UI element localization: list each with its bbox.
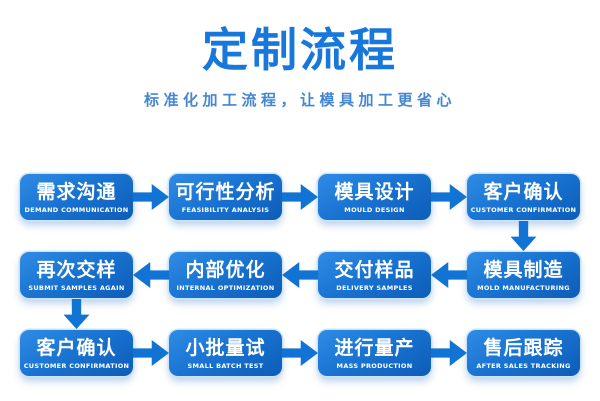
flow-step-title: 客户确认 xyxy=(483,180,564,203)
flow-step-title: 需求沟通 xyxy=(36,180,117,203)
flow-step-title: 内部优化 xyxy=(185,258,266,281)
process-flowchart: 需求沟通 DEMAND COMMUNICATION 可行性分析 FEASIBIL… xyxy=(20,174,580,376)
page-subtitle: 标准化加工流程，让模具加工更省心 xyxy=(143,91,456,109)
flow-step-after-sales-tracking: 售后跟踪 AFTER SALES TRACKING xyxy=(467,330,580,376)
flow-step-subtitle: AFTER SALES TRACKING xyxy=(476,361,571,370)
arrow-right-icon xyxy=(431,184,467,210)
page-header: 定制流程 标准化加工流程，让模具加工更省心 xyxy=(0,0,600,110)
flow-step-subtitle: MOULD DESIGN xyxy=(344,205,405,214)
flow-step-mold-manufacturing: 模具制造 MOLD MANUFACTURING xyxy=(467,252,580,298)
flow-step-title: 模具制造 xyxy=(483,258,564,281)
arrow-right-icon xyxy=(282,184,318,210)
flow-step-mould-design: 模具设计 MOULD DESIGN xyxy=(318,174,431,220)
flow-step-customer-confirmation-2: 客户确认 CUSTOMER CONFIRMATION xyxy=(20,330,133,376)
page-title: 定制流程 xyxy=(202,23,398,77)
arrow-right-icon xyxy=(133,340,169,366)
flow-step-subtitle: SUBMIT SAMPLES AGAIN xyxy=(28,283,125,292)
arrow-down-icon xyxy=(510,221,537,251)
arrow-right-icon xyxy=(431,340,467,366)
flow-step-small-batch-test: 小批量试 SMALL BATCH TEST xyxy=(169,330,282,376)
flow-step-subtitle: INTERNAL OPTIMIZATION xyxy=(176,283,275,292)
flow-step-title: 小批量试 xyxy=(185,336,266,359)
flow-step-subtitle: CUSTOMER CONFIRMATION xyxy=(470,205,577,214)
flow-step-mass-production: 进行量产 MASS PRODUCTION xyxy=(318,330,431,376)
arrow-left-icon xyxy=(282,262,318,288)
flow-step-submit-samples-again: 再次交样 SUBMIT SAMPLES AGAIN xyxy=(20,252,133,298)
flow-step-subtitle: MOLD MANUFACTURING xyxy=(477,283,570,292)
arrow-right-icon xyxy=(282,340,318,366)
arrow-right-icon xyxy=(133,184,169,210)
flow-step-title: 可行性分析 xyxy=(175,180,276,203)
flow-step-subtitle: SMALL BATCH TEST xyxy=(187,361,264,370)
flow-step-title: 再次交样 xyxy=(36,258,117,281)
flow-step-title: 客户确认 xyxy=(36,336,117,359)
flow-step-subtitle: DEMAND COMMUNICATION xyxy=(24,205,129,214)
arrow-left-icon xyxy=(431,262,467,288)
flow-step-subtitle: CUSTOMER CONFIRMATION xyxy=(23,361,130,370)
flow-step-title: 进行量产 xyxy=(334,336,415,359)
arrow-down-icon xyxy=(63,299,90,329)
flow-step-subtitle: DELIVERY SAMPLES xyxy=(336,283,413,292)
flow-step-delivery-samples: 交付样品 DELIVERY SAMPLES xyxy=(318,252,431,298)
flow-step-internal-optimization: 内部优化 INTERNAL OPTIMIZATION xyxy=(169,252,282,298)
flow-step-title: 模具设计 xyxy=(334,180,415,203)
flow-step-subtitle: FEASIBILITY ANALYSIS xyxy=(181,205,270,214)
flow-step-customer-confirmation-1: 客户确认 CUSTOMER CONFIRMATION xyxy=(467,174,580,220)
flow-step-title: 售后跟踪 xyxy=(483,336,564,359)
flow-step-feasibility-analysis: 可行性分析 FEASIBILITY ANALYSIS xyxy=(169,174,282,220)
flow-step-subtitle: MASS PRODUCTION xyxy=(336,361,413,370)
flow-step-demand-communication: 需求沟通 DEMAND COMMUNICATION xyxy=(20,174,133,220)
flow-step-title: 交付样品 xyxy=(334,258,415,281)
arrow-left-icon xyxy=(133,262,169,288)
